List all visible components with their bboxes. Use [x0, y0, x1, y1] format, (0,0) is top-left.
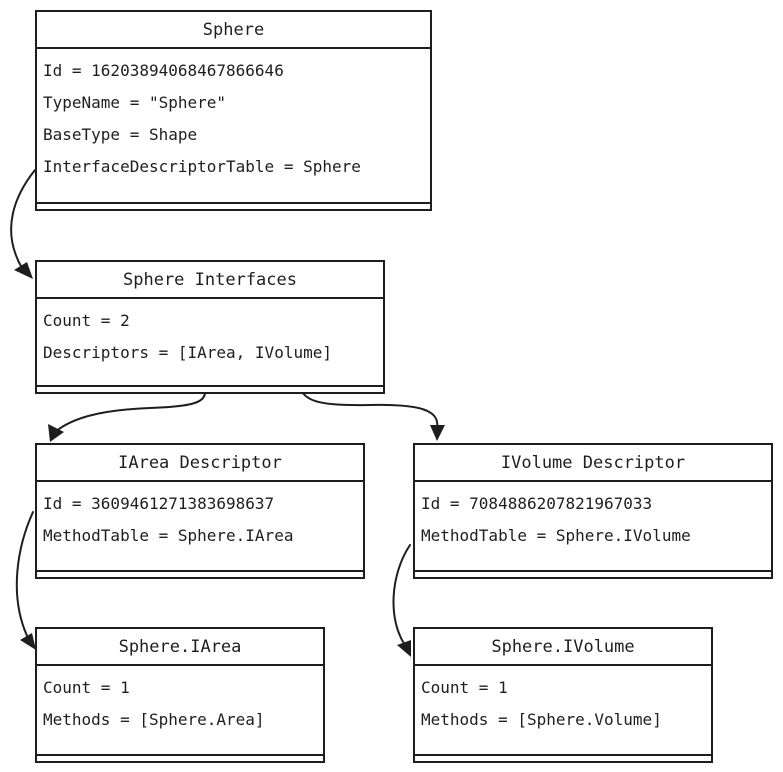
sphere-iarea-methods: Methods = [Sphere.Area] [43, 710, 265, 729]
sphere-basetype: BaseType = Shape [43, 125, 198, 144]
sphere-box: Sphere Id = 16203894068467866646 TypeNam… [35, 10, 432, 211]
arrowhead-ivolume-descriptor [430, 425, 445, 441]
ivolume-descriptor-footer [415, 570, 771, 572]
sphere-iarea-title: Sphere.IArea [37, 629, 323, 666]
sphere-ivolume-box: Sphere.IVolume Count = 1 Methods = [Sphe… [413, 627, 713, 763]
iarea-descriptor-box: IArea Descriptor Id = 360946127138369863… [35, 443, 365, 579]
arrowhead-sphere-iarea [20, 633, 36, 650]
sphere-ivolume-methods: Methods = [Sphere.Volume] [421, 710, 662, 729]
sphere-interface-table: InterfaceDescriptorTable = Sphere [43, 157, 361, 176]
ivolume-descriptor-id: Id = 7084886207821967033 [421, 494, 653, 513]
iarea-descriptor-title: IArea Descriptor [37, 445, 363, 482]
arrow-iarea-descriptor-to-sphere-iarea [15, 511, 34, 639]
sphere-typename: TypeName = "Sphere" [43, 93, 227, 112]
iarea-descriptor-id: Id = 3609461271383698637 [43, 494, 275, 513]
sphere-iarea-footer [37, 754, 323, 756]
sphere-iarea-box: Sphere.IArea Count = 1 Methods = [Sphere… [35, 627, 325, 763]
sphere-box-footer [37, 202, 430, 204]
sphere-interfaces-footer [37, 385, 383, 387]
iarea-descriptor-methodtable: MethodTable = Sphere.IArea [43, 526, 294, 545]
interfaces-descriptors: Descriptors = [IArea, IVolume] [43, 343, 332, 362]
ivolume-descriptor-box: IVolume Descriptor Id = 7084886207821967… [413, 443, 773, 579]
arrowhead-sphere-ivolume [397, 640, 411, 657]
iarea-descriptor-footer [37, 570, 363, 572]
sphere-ivolume-count: Count = 1 [421, 678, 508, 697]
arrow-sphere-to-interfaces [10, 169, 36, 269]
ivolume-descriptor-methodtable: MethodTable = Sphere.IVolume [421, 526, 691, 545]
arrowhead-interfaces [14, 262, 33, 279]
sphere-interfaces-title: Sphere Interfaces [37, 262, 383, 299]
interfaces-count: Count = 2 [43, 311, 130, 330]
sphere-id: Id = 16203894068467866646 [43, 61, 284, 80]
arrowhead-iarea-descriptor [48, 424, 64, 442]
sphere-ivolume-footer [415, 754, 711, 756]
sphere-iarea-count: Count = 1 [43, 678, 130, 697]
sphere-interfaces-box: Sphere Interfaces Count = 2 Descriptors … [35, 260, 385, 394]
ivolume-descriptor-title: IVolume Descriptor [415, 445, 771, 482]
sphere-ivolume-title: Sphere.IVolume [415, 629, 711, 666]
arrow-ivolume-descriptor-to-sphere-ivolume [392, 544, 411, 646]
sphere-box-title: Sphere [37, 12, 430, 49]
